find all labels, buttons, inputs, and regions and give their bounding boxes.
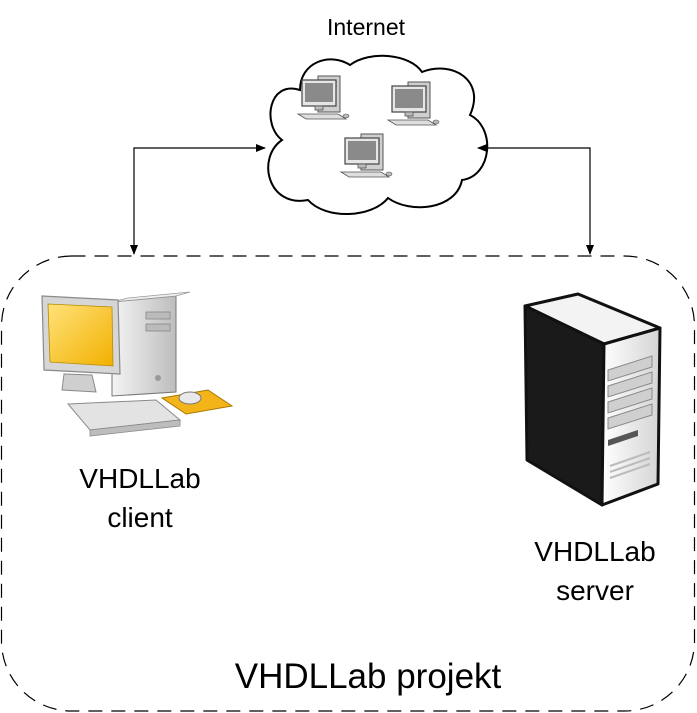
internet-label: Internet (327, 14, 405, 40)
internet-cloud (267, 54, 489, 215)
client-label-line1: VHDLLab (79, 463, 201, 494)
client-label: VHDLLab client (50, 459, 230, 537)
server-label: VHDLLab server (505, 532, 685, 610)
server-internet-connection (477, 144, 594, 255)
client-internet-connection (130, 144, 266, 255)
client-label-line2: client (107, 502, 173, 534)
tower-server-icon (523, 292, 662, 507)
desktop-computer-icon (41, 291, 234, 437)
server-label-line2: server (556, 575, 634, 607)
project-boundary (0, 255, 696, 712)
server-label-line1: VHDLLab (534, 536, 656, 567)
project-label: VHDLLab projekt (234, 657, 502, 696)
